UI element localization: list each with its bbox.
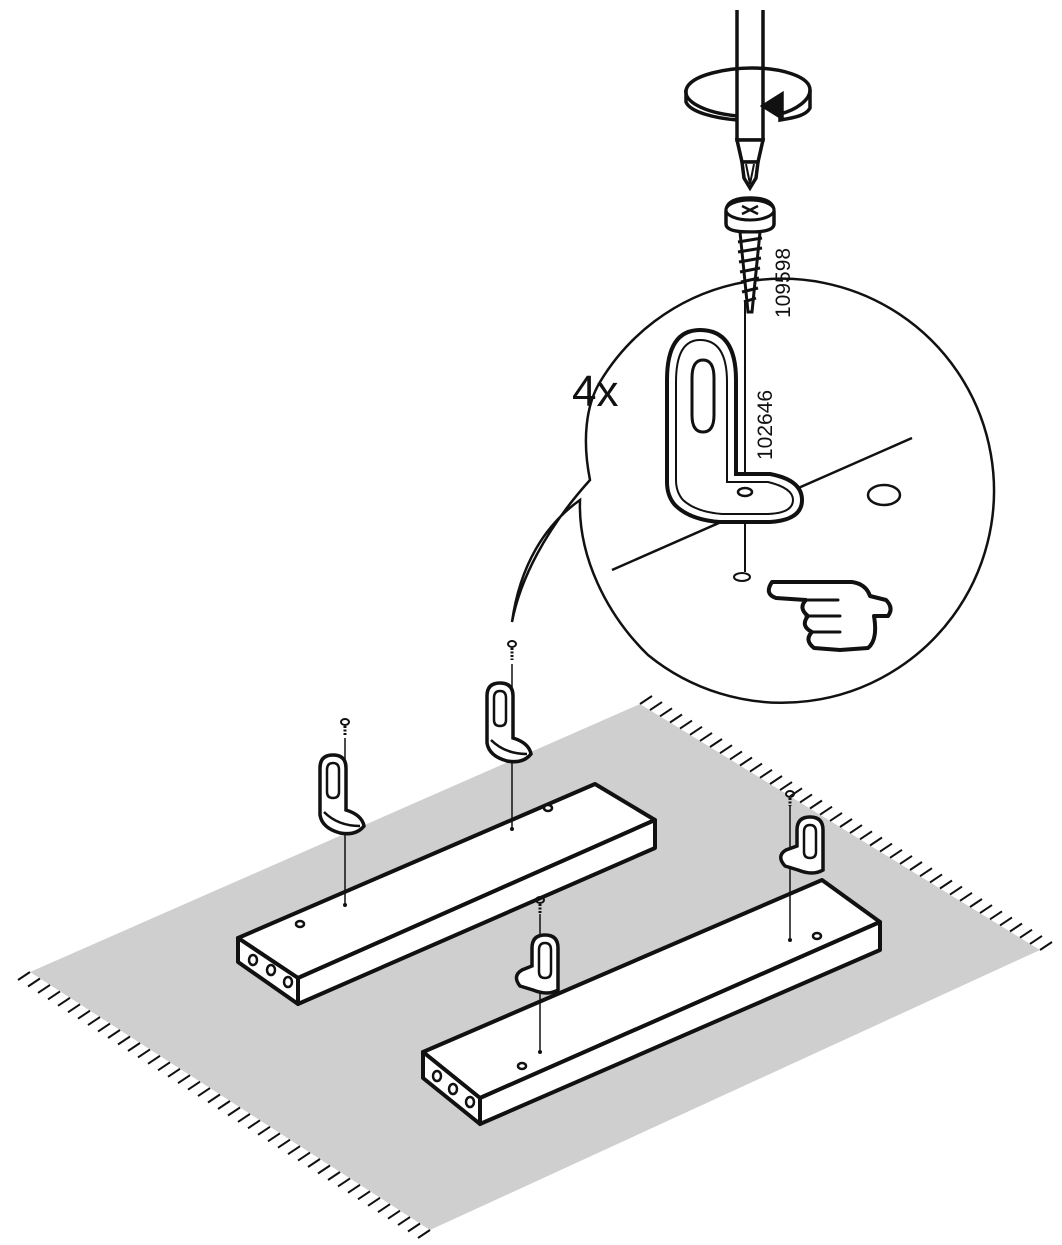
rail-left bbox=[236, 782, 657, 1006]
screw-icon bbox=[724, 196, 776, 314]
screw-part-number: 109598 bbox=[772, 248, 795, 318]
detail-callout bbox=[510, 277, 996, 704]
angle-bracket-icon bbox=[665, 327, 805, 524]
screwdriver-icon bbox=[734, 10, 766, 192]
bracket-group bbox=[318, 640, 825, 1052]
angle-bracket-icon bbox=[779, 790, 825, 940]
mat-fringe bbox=[17, 695, 1053, 1239]
rail-right bbox=[421, 878, 882, 1126]
angle-bracket-icon bbox=[318, 718, 366, 905]
bracket-part-number: 102646 bbox=[754, 390, 777, 460]
angle-bracket-icon bbox=[514, 896, 560, 1052]
quantity-label: 4x bbox=[572, 367, 618, 416]
rotation-arrow-icon bbox=[684, 66, 812, 123]
angle-bracket-icon bbox=[485, 640, 533, 829]
pointing-hand-icon bbox=[766, 580, 893, 652]
